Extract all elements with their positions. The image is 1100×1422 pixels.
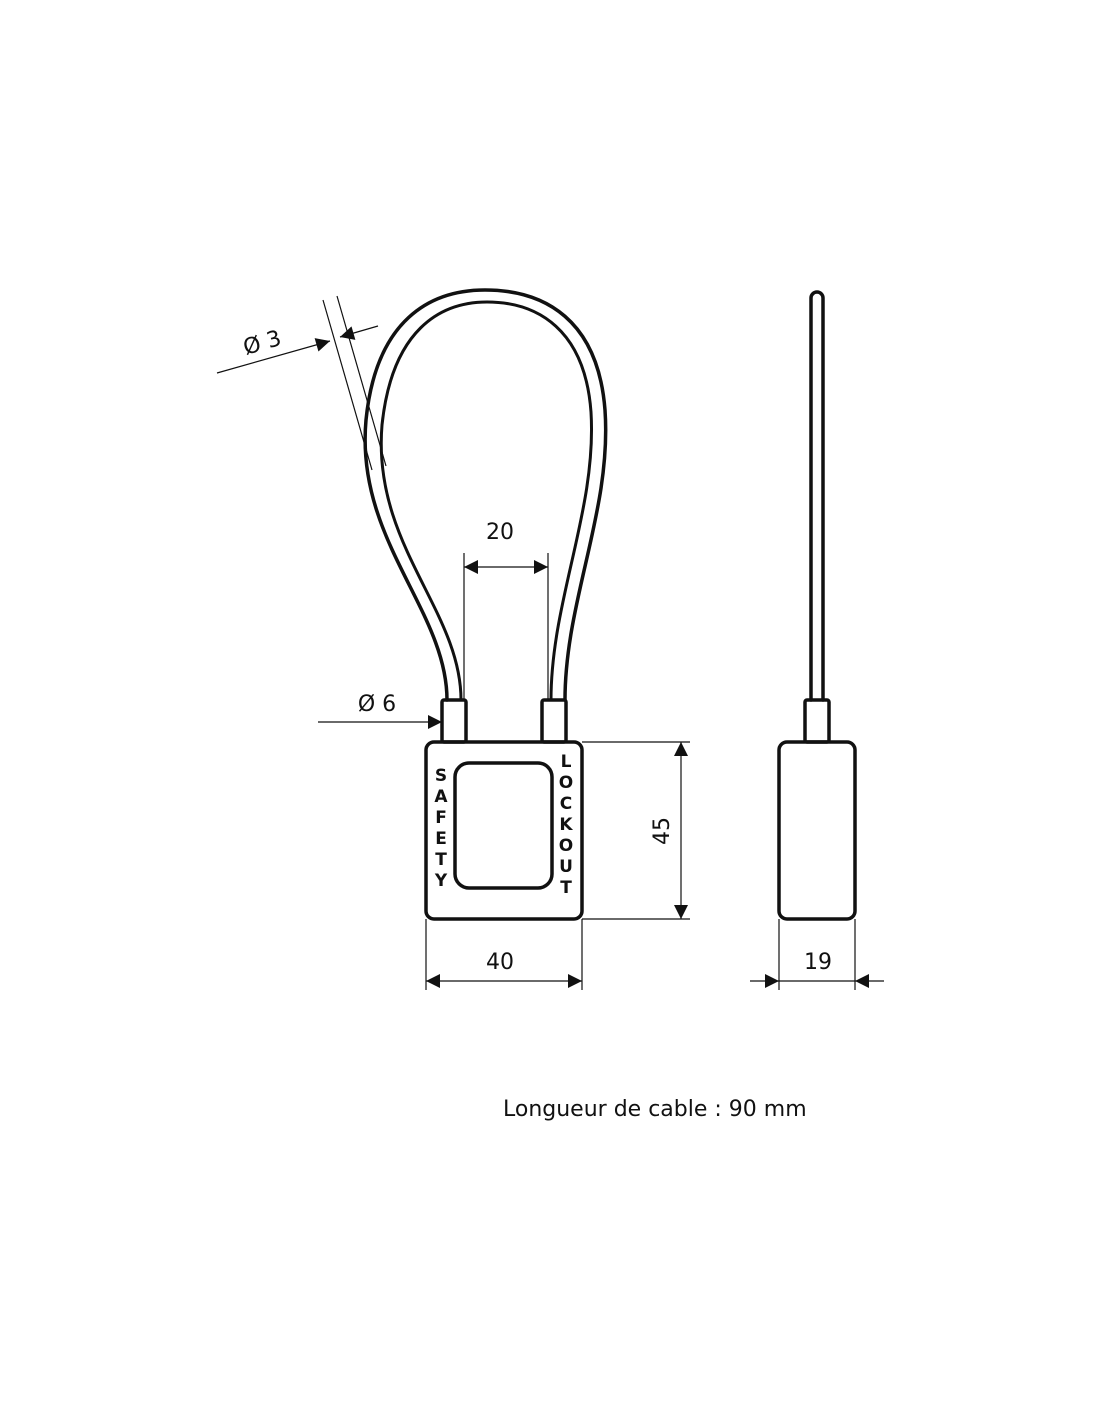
- safety-letter: S: [435, 766, 447, 786]
- lockout-letter: O: [559, 773, 573, 793]
- shackle-diameter-label: Ø 6: [358, 692, 396, 717]
- cable-dia-extension: [336, 295, 387, 467]
- lock-body-front: [424, 740, 584, 921]
- safety-letter: Y: [434, 871, 448, 891]
- body-width-label: 40: [486, 950, 514, 975]
- front-view: [363, 288, 608, 921]
- safety-letter: A: [434, 787, 448, 807]
- left-sleeve: [440, 698, 468, 744]
- dimension-lines: [216, 295, 884, 990]
- safety-letter: E: [435, 829, 447, 849]
- body-lettering: S A F E T Y L O C K O U T: [434, 752, 574, 898]
- cable-dia-leader: [339, 325, 379, 340]
- cable-loop-inner: [379, 300, 594, 702]
- side-cable: [809, 290, 825, 702]
- lockout-letter: K: [559, 815, 573, 835]
- cable-dia-extension: [322, 299, 373, 471]
- safety-letter: F: [435, 808, 447, 828]
- lock-body-side: [777, 740, 857, 921]
- lockout-letter: O: [559, 836, 573, 856]
- cable-dia-leader: [216, 338, 331, 374]
- lockout-letter: U: [559, 857, 573, 877]
- lockout-letter: L: [561, 752, 572, 772]
- body-depth-label: 19: [804, 950, 832, 975]
- right-sleeve: [540, 698, 568, 744]
- lockout-letter: C: [560, 794, 572, 814]
- label-window: [453, 761, 554, 890]
- side-sleeve: [803, 698, 831, 744]
- body-height-label: 45: [650, 817, 675, 845]
- cable-loop-outer: [363, 288, 608, 702]
- side-view: [777, 290, 857, 921]
- cable-length-caption: Longueur de cable : 90 mm: [503, 1097, 807, 1122]
- safety-letter: T: [435, 850, 447, 870]
- dimension-labels: Ø 3 20 Ø 6 45 40 19: [241, 326, 832, 975]
- lockout-letter: T: [560, 878, 572, 898]
- shackle-spacing-label: 20: [486, 520, 514, 545]
